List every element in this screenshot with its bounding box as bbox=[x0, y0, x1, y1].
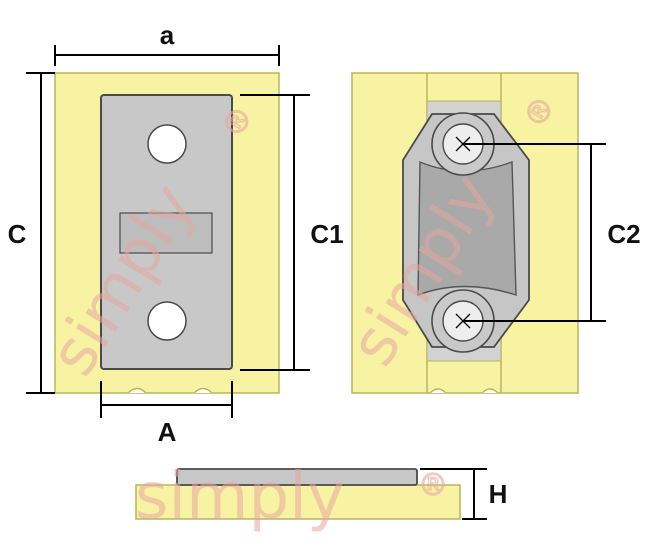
label-C: C bbox=[8, 219, 27, 249]
left-plate-bottom-hole bbox=[147, 301, 187, 341]
label-a: a bbox=[160, 20, 175, 50]
side-view bbox=[135, 468, 461, 520]
label-C1: C1 bbox=[310, 219, 343, 249]
left-plate-top-hole bbox=[147, 124, 187, 164]
right-bottom-view bbox=[351, 72, 579, 394]
side-base bbox=[135, 484, 461, 520]
watermark-bottom-mark: ® bbox=[418, 468, 448, 503]
dimension-lines bbox=[26, 45, 606, 520]
watermark-bottom: simply bbox=[135, 460, 345, 534]
label-H: H bbox=[489, 479, 508, 509]
label-A: A bbox=[158, 417, 177, 447]
left-top-view bbox=[54, 72, 280, 394]
right-base-notches bbox=[429, 388, 499, 394]
left-plate-center-slot bbox=[119, 212, 213, 254]
side-plate bbox=[176, 468, 418, 486]
label-C2: C2 bbox=[607, 219, 640, 249]
left-base-notches bbox=[127, 387, 213, 394]
